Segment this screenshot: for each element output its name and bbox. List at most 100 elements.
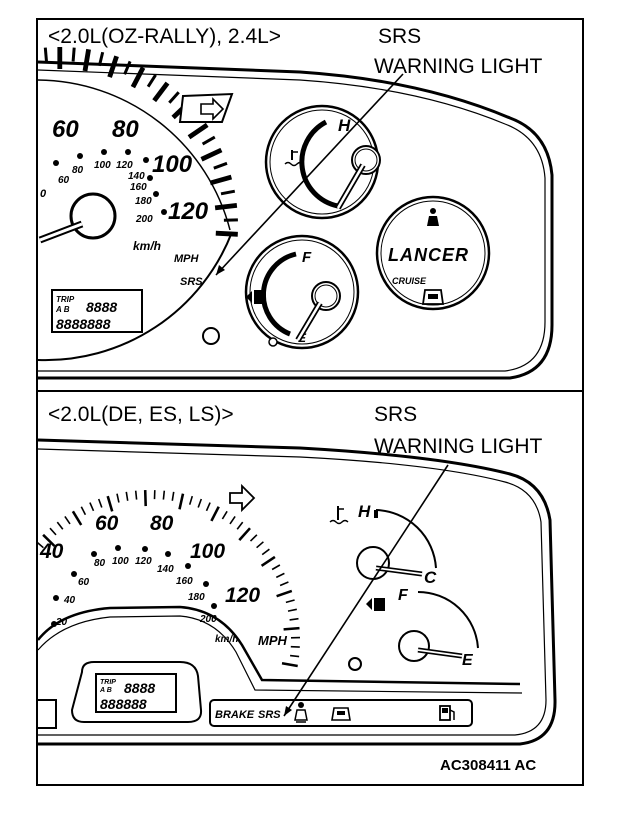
speedo-tick [290,654,300,658]
bottom-trip-digits: 8888 [124,680,155,696]
speedo-tick [214,203,238,211]
speedo-tick [236,521,244,530]
top-trip-label: TRIP [56,295,75,304]
top-variant-label: <2.0L(OZ-RALLY), 2.4L> [48,25,282,48]
top-kmh-scale: 60 80 100 120 140 160 180 200 [53,149,167,225]
speedo-tick [125,491,129,501]
top-trip-ab: A B [55,305,70,314]
speedo-tick [271,564,281,571]
top-mph-80: 80 [112,116,139,143]
top-odo-digits: 8888888 [56,316,111,332]
bottom-kmh-100: 100 [112,556,129,567]
speedo-tick [205,502,211,512]
speedo-tick [168,91,180,104]
speedo-tick [215,230,238,237]
speedo-tick [249,534,258,542]
speedo-tick [97,498,103,508]
top-callout-warning-light: WARNING LIGHT [374,55,543,78]
speedo-tick [134,490,138,500]
speedo-tick [3,56,10,77]
bottom-brake-lamp: BRAKE [215,709,255,721]
top-kmh-160: 160 [130,182,147,193]
bottom-mph-unit: MPH [258,633,288,648]
top-kmh-200: 200 [135,214,153,225]
speedo-tick [171,491,175,501]
bottom-kmh-160: 160 [176,576,193,587]
top-mph-60: 60 [52,116,79,143]
panel-divider [36,390,584,392]
speedo-tick [276,589,293,598]
speedo-tick [89,502,95,512]
speedo-tick [56,521,64,530]
speedo-tick [130,66,146,89]
speedo-tick [287,608,297,612]
speedo-tick [80,506,87,516]
top-trip-digits: 8888 [86,299,117,315]
speedo-tick [220,189,236,196]
speedo-tick [213,161,228,170]
top-temp-high: H [338,116,351,135]
speedo-tick [289,617,299,621]
speedo-tick [146,74,157,88]
top-coolant-icon [284,150,304,167]
bottom-kmh-200: 200 [199,614,217,625]
speedo-tick [106,495,114,512]
top-srs-lamp: SRS [180,276,203,288]
bottom-srs-leader-line [283,464,449,717]
top-badge: LANCER [388,245,469,265]
speedo-tick [25,557,32,562]
top-callout-srs: SRS [378,25,422,48]
top-door-icon [421,289,445,305]
speedo-tick [178,493,185,510]
speedo-tick [285,599,295,604]
bottom-fuel-pump-icon [366,598,385,611]
top-housing-outline [38,60,554,380]
top-housing-inner [38,69,546,372]
speedo-tick [143,490,147,507]
bottom-kmh-20: 20 [55,617,68,628]
speedo-tick [229,515,236,525]
top-kmh-60: 60 [58,175,70,186]
speedo-tick [20,565,34,573]
bottom-mph-60: 60 [95,512,119,535]
bottom-kmh-140: 140 [157,564,174,575]
top-mph-120: 120 [168,198,209,225]
speedo-tick [187,122,209,140]
top-kmh-80: 80 [72,165,84,176]
speedo-tick [256,541,264,549]
speedo-tick [275,572,285,579]
speedo-tick [283,626,300,631]
bottom-kmh-80: 80 [94,558,106,569]
figure-frame [36,18,584,786]
top-left-partial: 0 [40,188,47,200]
bottom-turn-signal-icon [229,483,256,513]
speedo-tick [238,527,251,541]
speedo-tick [152,81,170,103]
top-seatbelt-icon [427,208,439,226]
bottom-mph-120: 120 [225,584,260,607]
speedo-tick [197,498,203,508]
speedo-tick [210,506,220,522]
speedo-tick [261,548,270,556]
speedo-tick [71,510,83,526]
speedo-tick [71,47,76,62]
top-cruise-label: CRUISE [392,276,427,286]
bottom-kmh-60: 60 [78,577,90,588]
top-cluster: 60 80 100 120 60 80 100 120 140 160 180 … [3,47,554,380]
top-needle-hub [69,192,117,240]
bottom-trip-ab: A B [99,687,112,694]
speedo-tick [201,135,216,146]
speedo-tick [64,515,71,525]
bottom-cluster: 40 60 80 100 120 20 40 60 80 100 120 140… [20,438,557,746]
speedo-tick [188,495,194,505]
speedo-tick [279,581,289,587]
speedo-tick [162,490,166,500]
speedo-tick [38,541,44,549]
bottom-callout-warning-light: WARNING LIGHT [374,435,543,458]
speedo-tick [200,147,223,162]
bottom-housing-outline [38,438,557,746]
speedo-tick [123,60,132,75]
speedo-tick [209,174,233,186]
top-fuel-full: F [302,249,312,266]
bottom-mph-100: 100 [190,540,225,563]
